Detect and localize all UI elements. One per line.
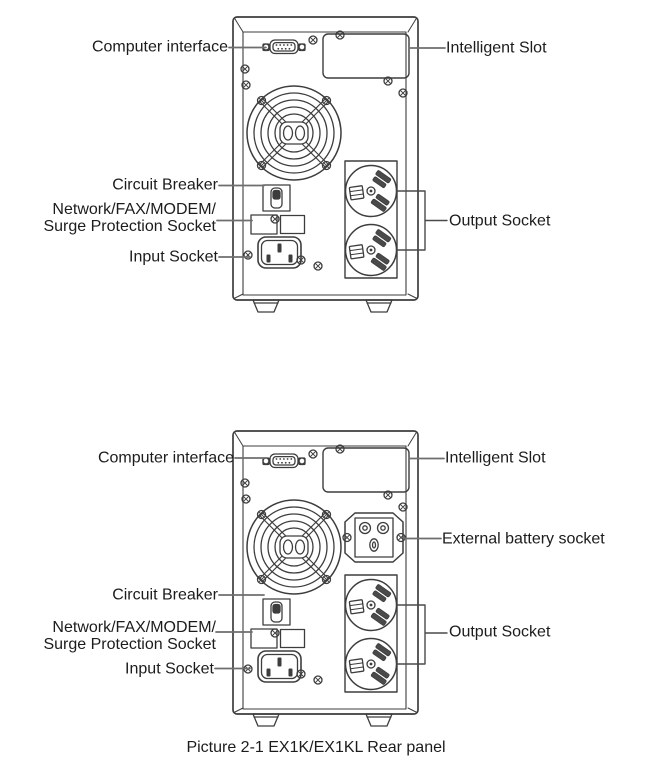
external-battery-socket	[343, 513, 405, 562]
label-output-socket-bottom: Output Socket	[449, 623, 551, 641]
label-intelligent-slot-top: Intelligent Slot	[446, 39, 547, 57]
leader-lines-bottom	[214, 457, 445, 670]
label-circuit-breaker-top: Circuit Breaker	[112, 176, 218, 194]
bracket-output-socket-top	[396, 190, 448, 251]
ups-rear-panel-top	[229, 17, 418, 312]
label-network-surge-top: Network/FAX/MODEM/ Surge Protection Sock…	[43, 201, 216, 235]
label-input-socket-top: Input Socket	[129, 248, 218, 266]
ups-rear-panel-bottom	[229, 431, 418, 726]
label-computer-interface-bottom: Computer interface	[97, 449, 234, 467]
label-output-socket-top: Output Socket	[449, 212, 551, 230]
label-external-battery-socket: External battery socket	[442, 530, 605, 548]
label-network-line1: Network/FAX/MODEM/	[52, 201, 216, 218]
label-network-line1: Network/FAX/MODEM/	[52, 619, 216, 636]
bracket-output-socket-bottom	[396, 604, 448, 665]
label-network-line2: Surge Protection Socket	[43, 636, 216, 653]
label-input-socket-bottom: Input Socket	[125, 660, 214, 678]
label-network-line2: Surge Protection Socket	[43, 218, 216, 235]
label-network-surge-bottom: Network/FAX/MODEM/ Surge Protection Sock…	[43, 619, 216, 653]
label-intelligent-slot-bottom: Intelligent Slot	[445, 449, 546, 467]
figure-caption: Picture 2-1 EX1K/EX1KL Rear panel	[186, 739, 446, 756]
label-circuit-breaker-bottom: Circuit Breaker	[112, 586, 218, 604]
leader-lines-top	[216, 46, 446, 258]
label-computer-interface-top: Computer interface	[91, 38, 228, 56]
